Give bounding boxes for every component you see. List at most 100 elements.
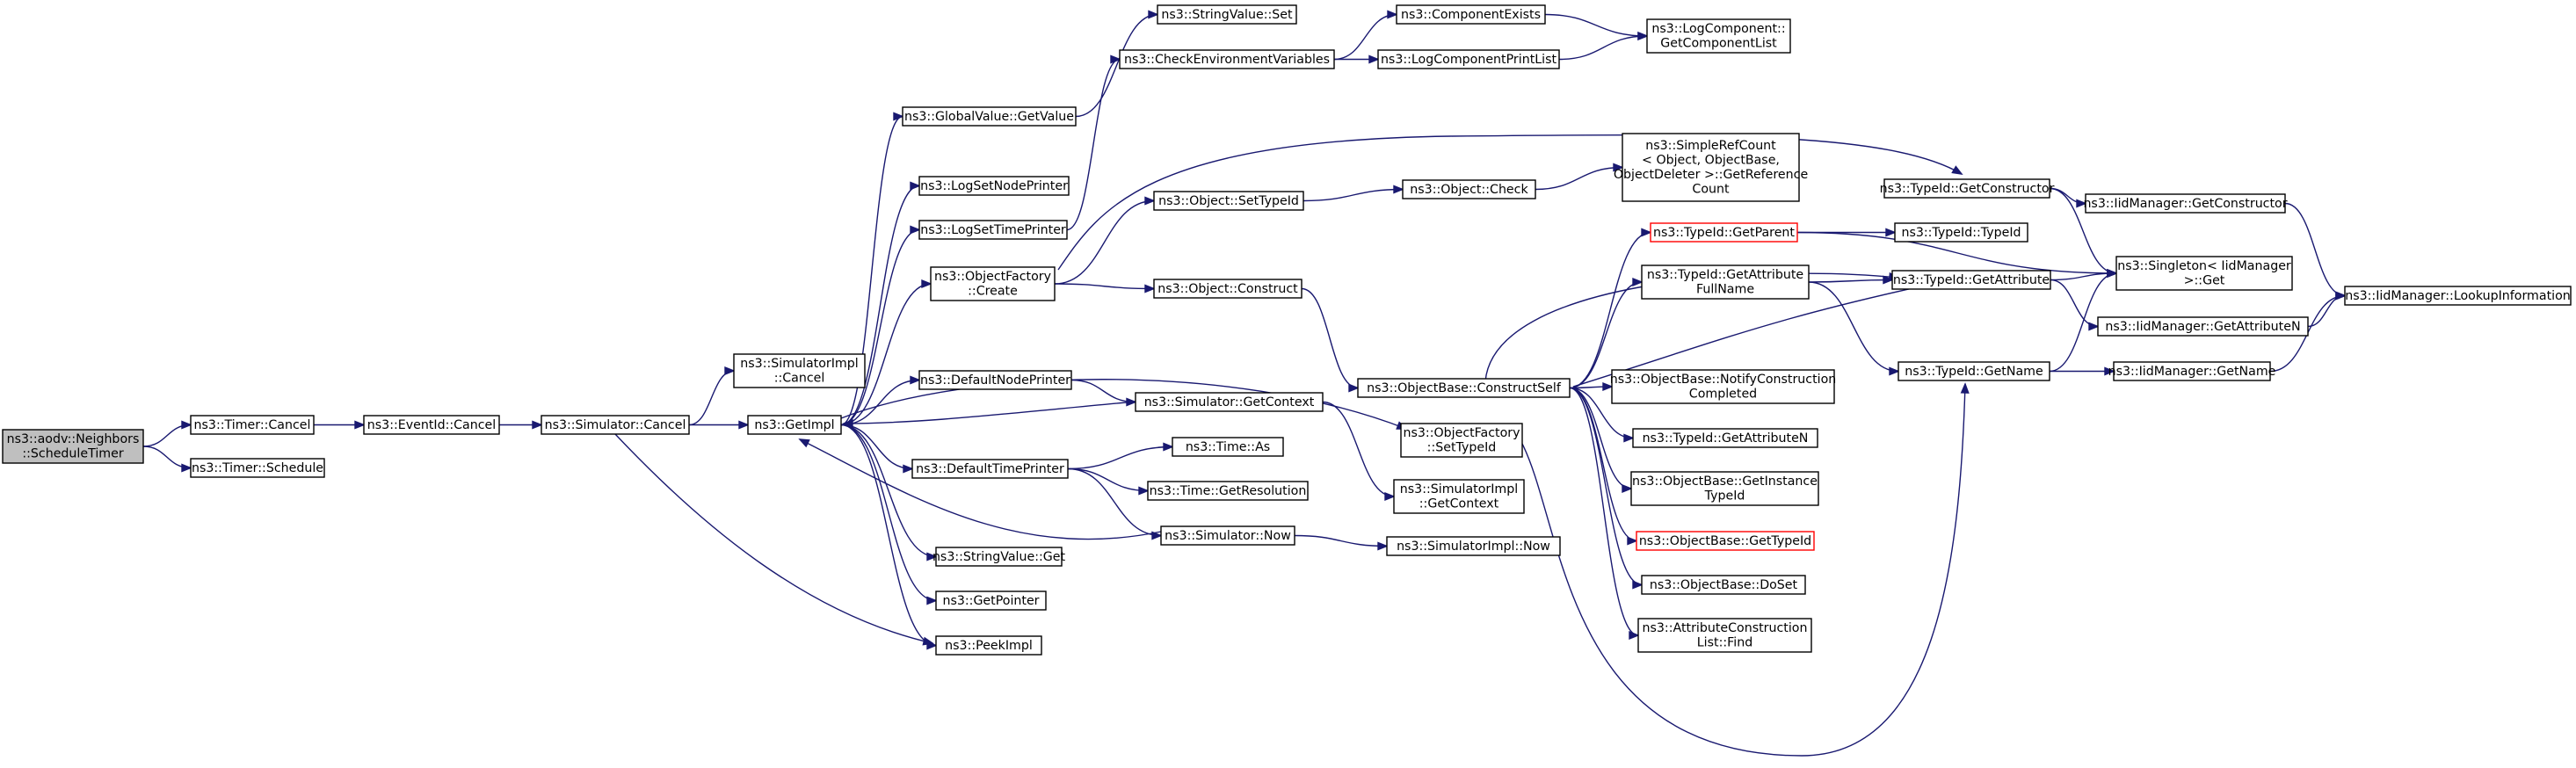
node-stringvalue-get[interactable]: ns3::StringValue::Get	[932, 547, 1066, 567]
node-logsettimeprinter[interactable]: ns3::LogSetTimePrinter	[918, 220, 1068, 240]
node-label: ::GetContext	[1419, 497, 1499, 511]
edge-typeid_getconstructor-to-iidmanager_getconstructor	[2049, 187, 2087, 208]
node-box	[1400, 423, 1523, 458]
node-timer-schedule[interactable]: ns3::Timer::Schedule	[190, 458, 325, 478]
node-time-as[interactable]: ns3::Time::As	[1172, 437, 1284, 457]
node-label: ns3::ObjectFactory	[1404, 426, 1520, 440]
node-box	[1632, 428, 1818, 448]
node-typeid-typeid[interactable]: ns3::TypeId::TypeId	[1894, 222, 2028, 243]
edge-arrowhead	[842, 418, 853, 429]
edge-line	[1067, 467, 1149, 492]
node-peekimpl[interactable]: ns3::PeekImpl	[935, 635, 1042, 656]
node-label: FullName	[1696, 283, 1754, 297]
node-label: ns3::Time::As	[1186, 440, 1270, 454]
edge-objectfactory_create-to-typeid_getconstructor	[1057, 134, 1963, 271]
node-label: Completed	[1689, 388, 1757, 402]
node-globalvalue-getvalue[interactable]: ns3::GlobalValue::GetValue	[902, 106, 1077, 127]
node-getpointer[interactable]: ns3::GetPointer	[935, 590, 1047, 611]
node-typeid-getattribute[interactable]: ns3::TypeId::GetAttribute	[1891, 270, 2051, 290]
node-object-construct[interactable]: ns3::Object::Construct	[1153, 279, 1303, 299]
node-object-settypeid[interactable]: ns3::Object::SetTypeId	[1153, 191, 1304, 211]
node-box	[1622, 133, 1800, 202]
node-componentexists[interactable]: ns3::ComponentExists	[1396, 4, 1546, 25]
node-box	[747, 415, 842, 435]
node-box	[541, 415, 690, 435]
edge-objectbase_constructself-to-typeid_getattributen	[1569, 387, 1635, 443]
node-defaulttimeprinter[interactable]: ns3::DefaultTimePrinter	[911, 459, 1069, 479]
node-label: ns3::LogSetNodePrinter	[920, 179, 1068, 193]
node-eventid-cancel[interactable]: ns3::EventId::Cancel	[363, 415, 500, 435]
node-simplerefcount[interactable]: ns3::SimpleRefCount< Object, ObjectBase,…	[1614, 133, 1808, 202]
node-simulatorimpl-getcontext[interactable]: ns3::SimulatorImpl::GetContext	[1393, 479, 1525, 514]
node-label: ns3::TypeId::GetName	[1905, 365, 2043, 379]
edge-line	[2049, 272, 2117, 373]
node-box	[1636, 531, 1815, 551]
node-iidmanager-getconstructor[interactable]: ns3::IidManager::GetConstructor	[2083, 193, 2288, 214]
node-simulator-cancel[interactable]: ns3::Simulator::Cancel	[541, 415, 690, 435]
node-box	[1386, 536, 1561, 556]
node-logcomponentprintlist[interactable]: ns3::LogComponentPrintList	[1377, 49, 1560, 69]
node-objectbase-doset[interactable]: ns3::ObjectBase::DoSet	[1641, 575, 1806, 595]
edge-line	[1569, 387, 1639, 636]
node-label: ns3::ObjectBase::GetInstance	[1632, 475, 1818, 489]
node-objectfactory-settypeid[interactable]: ns3::ObjectFactory::SetTypeId	[1400, 423, 1523, 458]
edge-arrowhead	[910, 375, 921, 385]
node-iidmanager-getattributen[interactable]: ns3::IidManager::GetAttributeN	[2097, 316, 2309, 337]
node-label: ns3::GetImpl	[754, 418, 834, 432]
node-label: TypeId	[1704, 489, 1745, 504]
node-label: ns3::DefaultNodePrinter	[920, 373, 1070, 388]
edge-objectbase_constructself-to-attributeconstructionlist_find	[1569, 387, 1640, 641]
node-label: ns3::LogComponent::	[1651, 22, 1785, 36]
node-label: ns3::TypeId::TypeId	[1901, 226, 2021, 240]
node-singleton-get[interactable]: ns3::Singleton< IidManager >::Get	[2115, 256, 2293, 291]
node-typeid-getconstructor[interactable]: ns3::TypeId::GetConstructor	[1880, 178, 2055, 199]
node-label: Count	[1692, 183, 1730, 197]
node-stringvalue-set[interactable]: ns3::StringValue::Set	[1157, 4, 1297, 25]
node-logsetnodeprinter[interactable]: ns3::LogSetNodePrinter	[918, 176, 1070, 196]
node-getimpl[interactable]: ns3::GetImpl	[747, 415, 842, 435]
node-simulatorimpl-now[interactable]: ns3::SimulatorImpl::Now	[1386, 536, 1561, 556]
node-logcomponent-getcomponentlist[interactable]: ns3::LogComponent::GetComponentList	[1646, 18, 1791, 54]
edge-arrowhead	[798, 438, 810, 448]
node-checkenv[interactable]: ns3::CheckEnvironmentVariables	[1119, 49, 1335, 69]
node-label: ns3::PeekImpl	[945, 639, 1033, 653]
node-objectfactory-create[interactable]: ns3::ObjectFactory::Create	[930, 266, 1056, 301]
node-simulator-now[interactable]: ns3::Simulator::Now	[1160, 525, 1295, 546]
node-typeid-getname[interactable]: ns3::TypeId::GetName	[1898, 361, 2050, 381]
edge-line	[1558, 35, 1648, 61]
edge-line	[1067, 467, 1162, 537]
edge-line	[840, 379, 1407, 430]
edge-line	[843, 401, 1136, 424]
edge-line	[1054, 199, 1155, 285]
edge-arrowhead	[181, 463, 192, 473]
node-object-check[interactable]: ns3::Object::Check	[1402, 179, 1536, 199]
node-simulator-getcontext[interactable]: ns3::Simulator::GetContext	[1135, 392, 1324, 412]
node-simulatorimpl-cancel[interactable]: ns3::SimulatorImpl::Cancel	[733, 353, 866, 388]
node-label: ns3::ObjectBase::NotifyConstruction	[1610, 373, 1837, 387]
node-objectbase-notifyconstructioncompleted[interactable]: ns3::ObjectBase::NotifyConstructionCompl…	[1610, 369, 1837, 404]
node-label: ::Cancel	[774, 372, 825, 386]
edge-arrowhead	[1148, 10, 1159, 19]
edge-arrowhead	[1348, 383, 1360, 393]
edge-line	[1294, 534, 1388, 547]
node-iidmanager-lookupinformation[interactable]: ns3::IidManager::LookupInformation	[2344, 286, 2572, 306]
node-iidmanager-getname[interactable]: ns3::IidManager::GetName	[2108, 361, 2276, 381]
edge-arrowhead	[1377, 541, 1389, 551]
node-time-getresolution[interactable]: ns3::Time::GetResolution	[1147, 481, 1309, 501]
node-box	[1402, 179, 1536, 199]
edge-getimpl-to-logsettimeprinter	[840, 225, 921, 426]
node-typeid-getattributen[interactable]: ns3::TypeId::GetAttributeN	[1632, 428, 1818, 448]
edge-objectbase_constructself-to-objectbase_gettypeid	[1569, 387, 1638, 546]
node-timer-cancel[interactable]: ns3::Timer::Cancel	[190, 415, 315, 435]
node-typeid-getparent[interactable]: ns3::TypeId::GetParent	[1650, 222, 1798, 243]
node-box	[1646, 18, 1791, 54]
node-label: List::Find	[1697, 636, 1752, 650]
node-objectbase-constructself[interactable]: ns3::ObjectBase::ConstructSelf	[1357, 378, 1571, 398]
node-box	[1153, 191, 1304, 211]
node-objectbase-gettypeid[interactable]: ns3::ObjectBase::GetTypeId	[1636, 531, 1815, 551]
node-defaultnodeprinter[interactable]: ns3::DefaultNodePrinter	[918, 370, 1072, 390]
